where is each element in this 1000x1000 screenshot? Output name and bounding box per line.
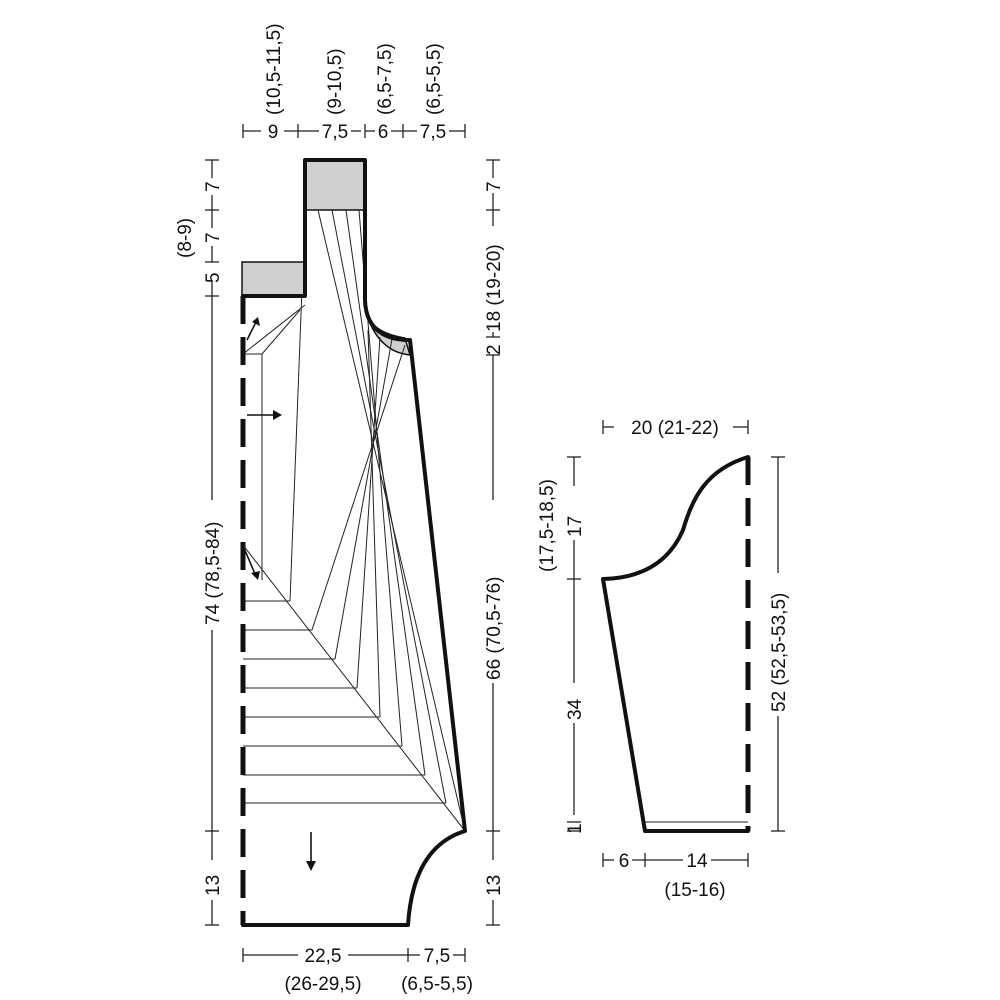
left-dimension: 7 7 5 74 (78,5-84) 13 (8-9) bbox=[175, 159, 224, 926]
sleeve-outline bbox=[601, 455, 750, 833]
left-height-2: 7 bbox=[203, 232, 224, 243]
sleeve-bottom-size: (15-16) bbox=[664, 880, 725, 901]
sleeve-bottom-width-2: 14 bbox=[686, 851, 708, 872]
left-height-3: 5 bbox=[203, 272, 224, 283]
bottom-width-1: 22,5 bbox=[305, 946, 342, 967]
top-dimension: 9 7,5 6 7,5 (10,5-11,5) (9-10,5) (6,5-7,… bbox=[242, 23, 466, 143]
sleeve-bottom-dimension: 6 14 (15-16) bbox=[602, 851, 749, 901]
sleeve-piece: 20 (21-22) 17 (17,5-18,5) 34 1 52 (52,5-… bbox=[537, 418, 790, 901]
right-height-1: 7 bbox=[484, 181, 505, 192]
sleeve-left-height-2: 34 bbox=[565, 698, 586, 720]
body-outline bbox=[241, 158, 467, 927]
top-width-2: 7,5 bbox=[322, 122, 348, 143]
sleeve-top-dimension: 20 (21-22) bbox=[602, 418, 749, 439]
left-extra-size: (8-9) bbox=[175, 218, 196, 258]
right-dimension: 7 18 (19-20) 2 66 (70,5-76) 13 bbox=[484, 159, 505, 926]
right-height-3: 2 bbox=[484, 344, 505, 355]
bottom-size-2: (6,5-5,5) bbox=[401, 974, 473, 995]
top-width-4: 7,5 bbox=[420, 122, 446, 143]
sleeve-bottom-width-1: 6 bbox=[619, 851, 630, 872]
knitting-direction-arrows bbox=[243, 317, 316, 871]
left-height-1: 7 bbox=[203, 181, 224, 192]
sleeve-left-height-3: 1 bbox=[565, 823, 586, 834]
bottom-width-2: 7,5 bbox=[424, 946, 450, 967]
top-size-2: (9-10,5) bbox=[325, 48, 346, 115]
left-height-5: 13 bbox=[203, 875, 224, 896]
sleeve-right-height: 52 (52,5-53,5) bbox=[769, 593, 790, 712]
left-height-4: 74 (78,5-84) bbox=[203, 521, 224, 625]
sleeve-left-size-1: (17,5-18,5) bbox=[537, 479, 558, 572]
collar-ribbing-top bbox=[304, 159, 366, 211]
right-height-4: 66 (70,5-76) bbox=[484, 576, 505, 680]
bottom-size-1: (26-29,5) bbox=[284, 974, 361, 995]
sleeve-right-dimension: 52 (52,5-53,5) bbox=[769, 456, 790, 832]
body-piece: 9 7,5 6 7,5 (10,5-11,5) (9-10,5) (6,5-7,… bbox=[175, 23, 505, 995]
sleeve-left-height-1: 17 bbox=[565, 516, 586, 537]
right-height-2: 18 (19-20) bbox=[484, 244, 505, 332]
top-size-3: (6,5-7,5) bbox=[375, 43, 396, 115]
collar-ribbing-left bbox=[241, 261, 306, 297]
sleeve-top-width: 20 (21-22) bbox=[631, 418, 719, 439]
top-size-4: (6,5-5,5) bbox=[424, 43, 445, 115]
top-size-1: (10,5-11,5) bbox=[264, 23, 285, 115]
right-height-5: 13 bbox=[484, 875, 505, 896]
top-width-1: 9 bbox=[268, 122, 279, 143]
bottom-dimension: 22,5 7,5 (26-29,5) (6,5-5,5) bbox=[242, 946, 473, 995]
top-width-3: 6 bbox=[378, 122, 389, 143]
sleeve-left-dimension: 17 (17,5-18,5) 34 1 bbox=[537, 456, 586, 834]
